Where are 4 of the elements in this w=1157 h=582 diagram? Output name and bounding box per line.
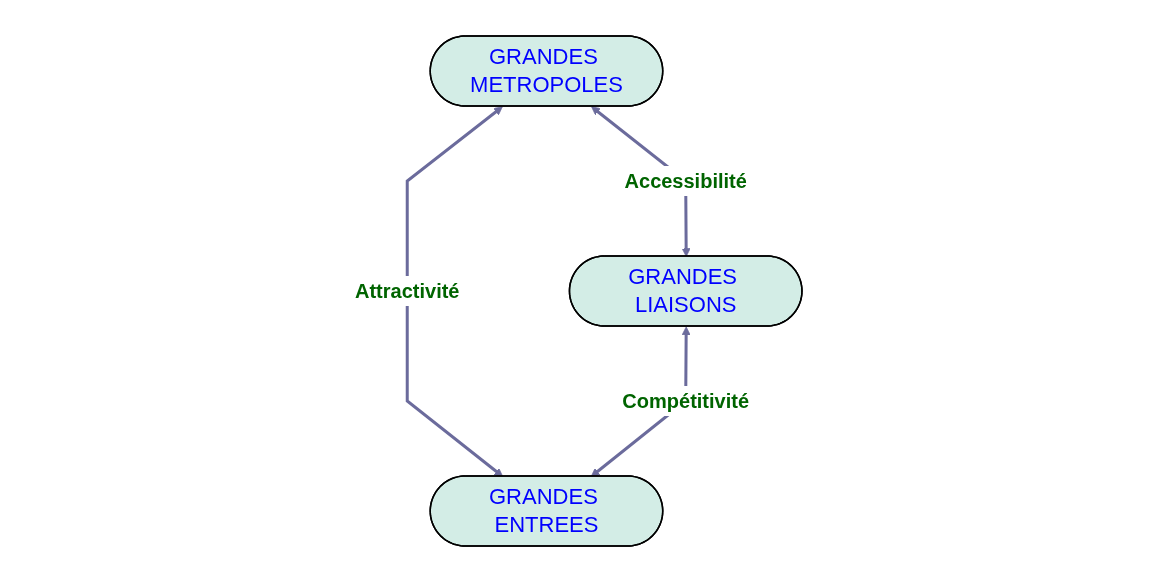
edge-label: Accessibilité	[624, 170, 747, 192]
arrow	[405, 106, 504, 477]
edge-label: Compétitivité	[622, 389, 750, 412]
edge-label: Attractivité	[355, 279, 460, 302]
